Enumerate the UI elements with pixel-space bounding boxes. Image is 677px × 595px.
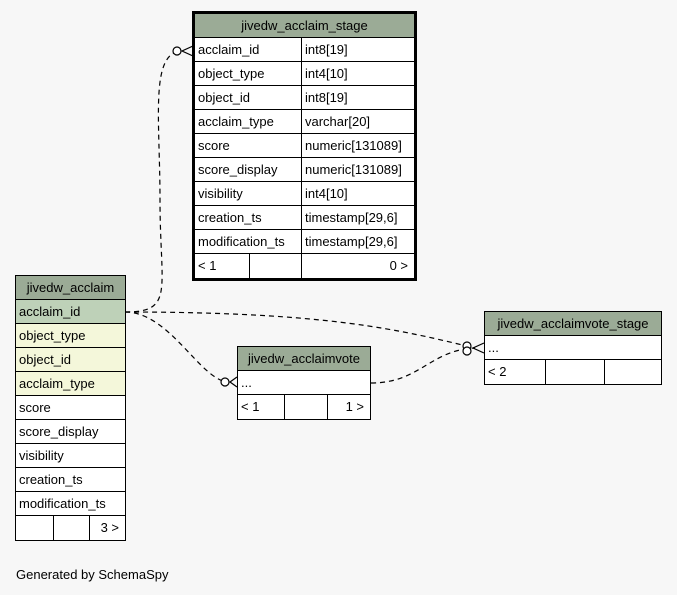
column-name: acclaim_id — [19, 304, 81, 319]
table-row: ... — [485, 336, 661, 360]
column-type: timestamp[29,6] — [301, 206, 414, 229]
table-jivedw-acclaim[interactable]: jivedw_acclaim acclaim_id object_type ob… — [15, 275, 126, 541]
table-jivedw-acclaimvote[interactable]: jivedw_acclaimvote ... < 1 1 > — [237, 346, 371, 420]
table-row: visibility int4[10] — [195, 182, 414, 206]
column-name: ... — [241, 375, 252, 390]
table-row: object_id int8[19] — [195, 86, 414, 110]
crowfoot-vote-stage — [471, 342, 485, 354]
table-row: object_type int4[10] — [195, 62, 414, 86]
table-row: acclaim_id int8[19] — [195, 38, 414, 62]
row-count — [249, 254, 301, 278]
children-count — [604, 360, 661, 384]
column-name: visibility — [198, 186, 243, 201]
link-acclaimvote-to-vote-stage — [370, 347, 476, 384]
table-footer: 3 > — [16, 516, 125, 540]
link-acclaim-to-stage — [124, 50, 181, 313]
crowfoot-stage — [180, 45, 194, 57]
table-header: jivedw_acclaimvote_stage — [485, 312, 661, 336]
parents-count: < 2 — [488, 364, 507, 379]
table-row: object_id — [16, 348, 125, 372]
table-row: creation_ts timestamp[29,6] — [195, 206, 414, 230]
crowfoot-circle-vote-stage-b — [462, 346, 472, 356]
table-row: score_display numeric[131089] — [195, 158, 414, 182]
table-footer: < 2 — [485, 360, 661, 384]
table-row: visibility — [16, 444, 125, 468]
children-count: 0 > — [301, 254, 414, 278]
column-name: visibility — [19, 448, 64, 463]
table-row: modification_ts timestamp[29,6] — [195, 230, 414, 254]
crowfoot-acclaimvote — [228, 376, 238, 388]
table-row: acclaim_type — [16, 372, 125, 396]
column-name: acclaim_id — [198, 42, 260, 57]
table-row: modification_ts — [16, 492, 125, 516]
table-header: jivedw_acclaim_stage — [195, 14, 414, 38]
generated-by-label: Generated by SchemaSpy — [16, 567, 169, 582]
table-row: creation_ts — [16, 468, 125, 492]
column-name: score_display — [198, 162, 278, 177]
column-name: modification_ts — [19, 496, 106, 511]
table-row: score numeric[131089] — [195, 134, 414, 158]
column-type: int4[10] — [301, 62, 414, 85]
table-header: jivedw_acclaimvote — [238, 347, 370, 371]
crowfoot-circle-stage — [172, 46, 182, 56]
table-row: object_type — [16, 324, 125, 348]
column-name: modification_ts — [198, 234, 285, 249]
row-count — [545, 360, 604, 384]
table-footer: < 1 1 > — [238, 395, 370, 419]
column-name: score — [19, 400, 51, 415]
column-name: ... — [488, 340, 499, 355]
column-name: score — [198, 138, 230, 153]
table-header: jivedw_acclaim — [16, 276, 125, 300]
column-type: numeric[131089] — [301, 134, 414, 157]
column-name: object_type — [198, 66, 265, 81]
column-name: object_type — [19, 328, 86, 343]
column-type: timestamp[29,6] — [301, 230, 414, 253]
column-name: creation_ts — [19, 472, 83, 487]
crowfoot-circle-acclaimvote — [220, 377, 230, 387]
column-type: numeric[131089] — [301, 158, 414, 181]
parents-count: < 1 — [198, 258, 217, 273]
column-name: acclaim_type — [19, 376, 95, 391]
column-type: varchar[20] — [301, 110, 414, 133]
children-count: 3 > — [89, 516, 125, 540]
column-name: acclaim_type — [198, 114, 274, 129]
table-row: acclaim_id — [16, 300, 125, 324]
table-row: ... — [238, 371, 370, 395]
parents-count — [16, 516, 53, 540]
column-name: score_display — [19, 424, 99, 439]
row-count — [284, 395, 327, 419]
table-jivedw-acclaimvote-stage[interactable]: jivedw_acclaimvote_stage ... < 2 — [484, 311, 662, 385]
table-row: score — [16, 396, 125, 420]
link-acclaim-to-vote-stage — [124, 311, 476, 349]
column-type: int4[10] — [301, 182, 414, 205]
column-type: int8[19] — [301, 38, 414, 61]
parents-count: < 1 — [241, 399, 260, 414]
children-count: 1 > — [327, 395, 370, 419]
link-acclaim-to-acclaimvote — [124, 311, 229, 383]
row-count — [53, 516, 89, 540]
column-name: object_id — [198, 90, 251, 105]
table-footer: < 1 0 > — [195, 254, 414, 278]
table-row: score_display — [16, 420, 125, 444]
column-type: int8[19] — [301, 86, 414, 109]
column-name: object_id — [19, 352, 72, 367]
column-name: creation_ts — [198, 210, 262, 225]
table-row: acclaim_type varchar[20] — [195, 110, 414, 134]
